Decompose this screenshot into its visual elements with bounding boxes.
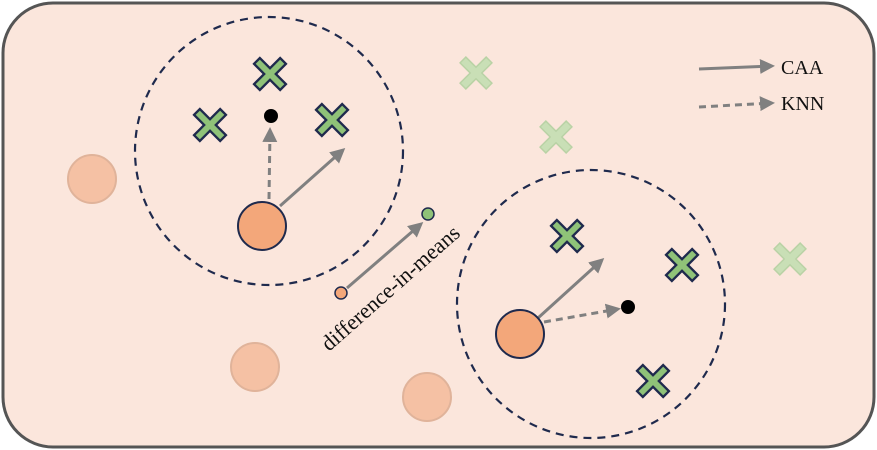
orange-source-circle <box>495 309 545 359</box>
caa-arrow <box>536 257 605 320</box>
neighborhood-circle-2 <box>455 168 727 440</box>
legend-knn-label: KNN <box>781 93 824 115</box>
knn-arrow <box>543 303 621 324</box>
legend-knn-line <box>698 96 775 112</box>
orange-source-circle <box>237 201 287 251</box>
faded-orange-circle <box>67 154 117 204</box>
faded-orange-circle <box>402 372 452 422</box>
legend: CAA KNN <box>698 57 824 115</box>
small-orange-dot <box>334 286 348 300</box>
neighborhood-circle-1 <box>133 15 405 287</box>
caa-arrow <box>279 148 346 208</box>
legend-caa-line <box>698 58 775 74</box>
knn-centroid-dot <box>621 300 635 314</box>
knn-centroid-dot <box>264 109 278 123</box>
faded-orange-circle <box>230 342 280 392</box>
difference-in-means-arrow <box>346 222 424 290</box>
legend-caa-label: CAA <box>781 57 824 79</box>
small-green-dot <box>421 207 435 221</box>
